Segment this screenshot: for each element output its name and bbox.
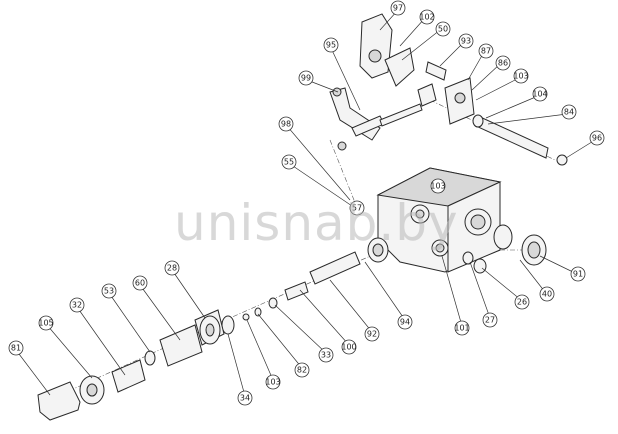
callout: 95: [323, 37, 339, 53]
svg-text:40: 40: [542, 290, 552, 299]
svg-text:86: 86: [498, 59, 508, 68]
callout: 28: [164, 260, 180, 276]
svg-text:60: 60: [135, 279, 145, 288]
svg-text:32: 32: [72, 301, 82, 310]
callout: 103: [513, 68, 529, 84]
svg-text:33: 33: [321, 351, 331, 360]
callout: 55: [281, 154, 297, 170]
callout: 102: [419, 9, 435, 25]
svg-text:103: 103: [430, 182, 445, 191]
callout: 97: [390, 0, 406, 16]
svg-text:28: 28: [167, 264, 177, 273]
svg-text:103: 103: [513, 72, 528, 81]
callout: 50: [435, 21, 451, 37]
callout: 81: [8, 340, 24, 356]
svg-text:102: 102: [419, 13, 434, 22]
callout: 34: [237, 390, 253, 406]
callout: 103: [430, 178, 446, 194]
svg-text:99: 99: [301, 74, 311, 83]
svg-text:94: 94: [400, 318, 410, 327]
callout: 53: [101, 283, 117, 299]
callout: 104: [532, 86, 548, 102]
callout: 32: [69, 297, 85, 313]
callout: 99: [298, 70, 314, 86]
svg-text:57: 57: [352, 204, 362, 213]
svg-text:34: 34: [240, 394, 250, 403]
watermark-text: unisnab.by: [174, 194, 459, 252]
upper-shaft: [472, 114, 568, 166]
callout: 103: [265, 374, 281, 390]
callout: 86: [495, 55, 511, 71]
svg-text:82: 82: [297, 366, 307, 375]
svg-text:105: 105: [38, 319, 53, 328]
callout: 91: [570, 266, 586, 282]
callout: 33: [318, 347, 334, 363]
callout: 87: [478, 43, 494, 59]
callout: 100: [341, 339, 357, 355]
svg-text:98: 98: [281, 120, 291, 129]
callout: 96: [589, 130, 605, 146]
svg-text:50: 50: [438, 25, 448, 34]
svg-text:101: 101: [454, 324, 469, 333]
svg-text:87: 87: [481, 47, 491, 56]
svg-text:81: 81: [11, 344, 21, 353]
callout: 82: [294, 362, 310, 378]
svg-text:100: 100: [341, 343, 356, 352]
callout: 57: [349, 200, 365, 216]
callout: 26: [514, 294, 530, 310]
callout: 60: [132, 275, 148, 291]
leader-lines: [15, 9, 596, 397]
svg-text:27: 27: [485, 316, 495, 325]
callout: 93: [458, 33, 474, 49]
upper-lever-assembly: [329, 13, 475, 151]
callout: 40: [539, 286, 555, 302]
svg-text:97: 97: [393, 4, 403, 13]
svg-text:91: 91: [573, 270, 583, 279]
main-shaft-parts: [37, 237, 389, 421]
callout: 105: [38, 315, 54, 331]
svg-text:96: 96: [592, 134, 602, 143]
right-cover-parts: [462, 224, 547, 274]
callout-labels: 97 102 50 95 93 87 86 103 104 84 96 99 9…: [8, 0, 605, 406]
svg-text:26: 26: [517, 298, 527, 307]
callout: 101: [454, 320, 470, 336]
svg-text:93: 93: [461, 37, 471, 46]
svg-text:95: 95: [326, 41, 336, 50]
svg-text:55: 55: [284, 158, 294, 167]
callout: 84: [561, 104, 577, 120]
svg-text:84: 84: [564, 108, 574, 117]
callout: 98: [278, 116, 294, 132]
svg-text:92: 92: [367, 330, 377, 339]
svg-text:53: 53: [104, 287, 114, 296]
callout: 94: [397, 314, 413, 330]
callout: 27: [482, 312, 498, 328]
callout: 92: [364, 326, 380, 342]
svg-text:103: 103: [265, 378, 280, 387]
svg-text:104: 104: [532, 90, 547, 99]
